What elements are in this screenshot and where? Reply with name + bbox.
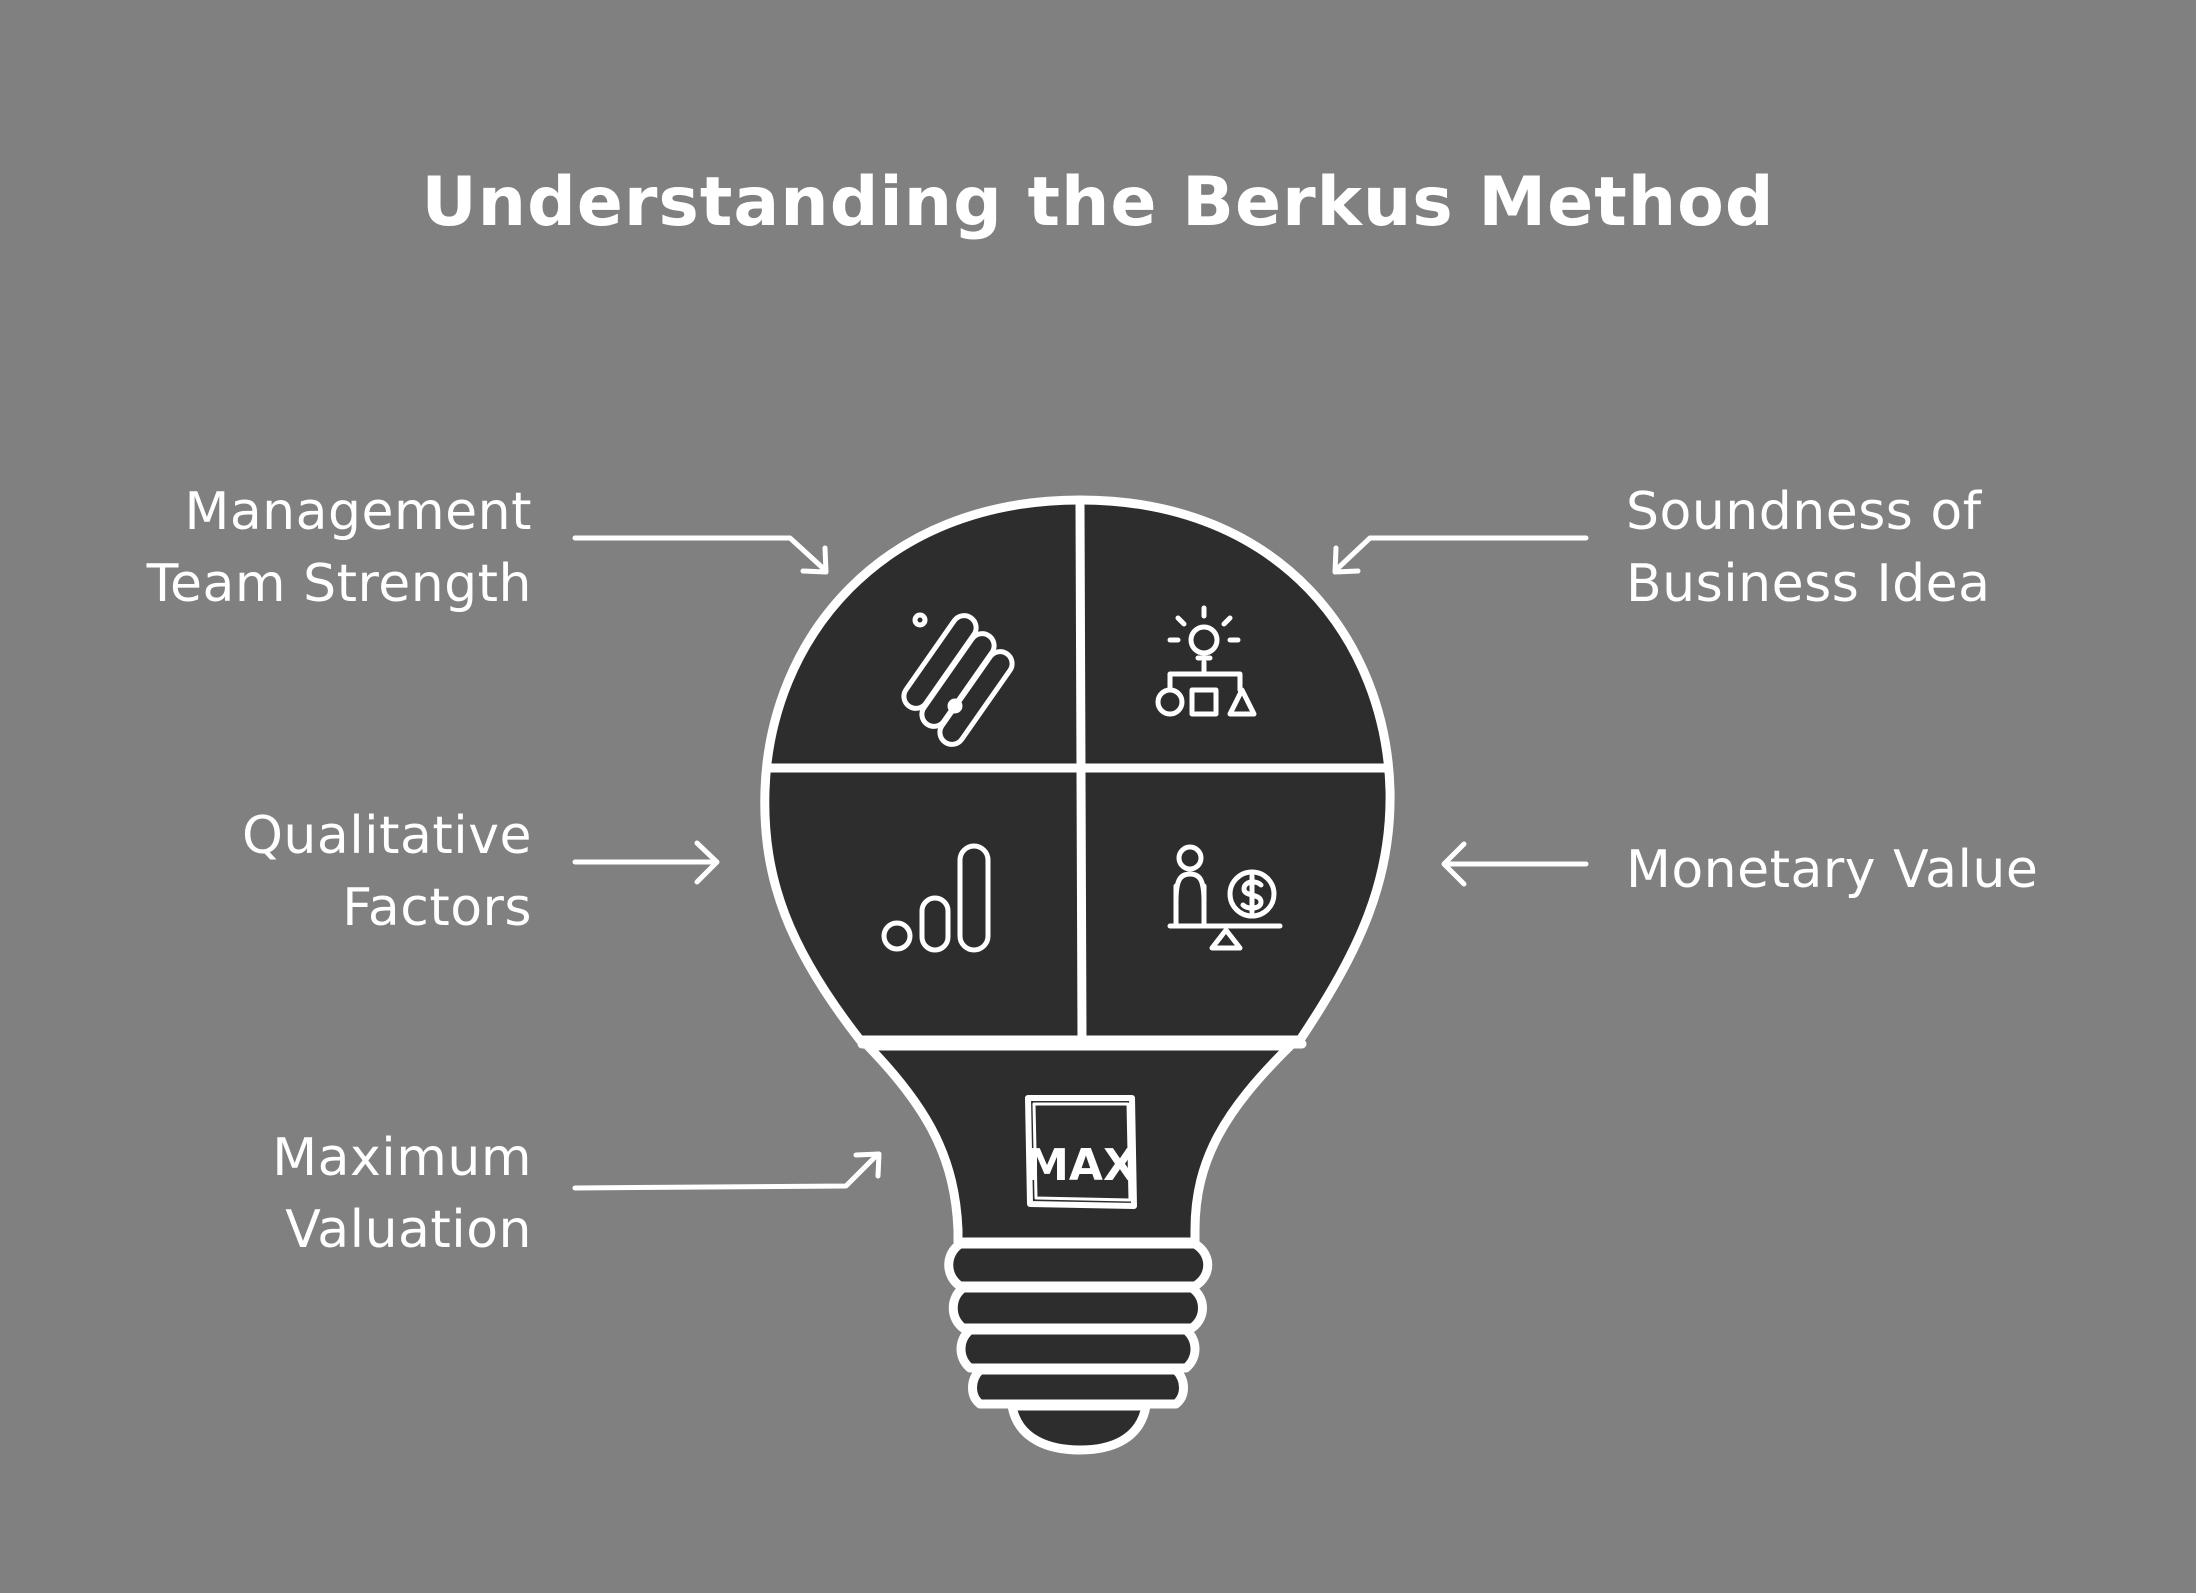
label-management-team-strength: Management Team Strength <box>147 476 532 620</box>
label-line: Management <box>184 482 532 542</box>
arrow-maximum <box>572 1151 882 1191</box>
label-maximum-valuation: Maximum Valuation <box>272 1122 532 1266</box>
diagram-title: Understanding the Berkus Method <box>421 163 1775 242</box>
label-line: Maximum <box>272 1128 532 1188</box>
arrow-soundness <box>1332 535 1589 575</box>
arrow-qualitative <box>572 840 720 885</box>
label-qualitative-factors: Qualitative Factors <box>242 800 532 944</box>
label-line: Team Strength <box>146 554 532 614</box>
max-badge-text: MAX <box>1025 1140 1137 1191</box>
label-line: Valuation <box>285 1200 532 1260</box>
max-icon: MAX <box>1025 1095 1137 1209</box>
label-soundness-business-idea: Soundness of Business Idea <box>1626 476 1991 620</box>
label-line: Business Idea <box>1626 554 1991 614</box>
label-line: Qualitative <box>241 806 532 866</box>
money-balance-icon <box>1167 844 1283 951</box>
label-line: Soundness of <box>1626 482 1982 542</box>
quadrant-dividers <box>765 500 1393 1049</box>
arrow-monetary <box>1441 841 1589 887</box>
label-monetary-value: Monetary Value <box>1626 834 2038 906</box>
bulb-screw-base <box>944 1239 1213 1455</box>
team-icon <box>901 612 1015 747</box>
arrows <box>572 535 1589 1191</box>
idea-structure-icon <box>1155 605 1257 717</box>
arrow-management <box>572 535 829 575</box>
label-line: Monetary Value <box>1626 840 2039 900</box>
label-line: Factors <box>342 878 532 938</box>
bar-chart-icon <box>881 843 991 953</box>
